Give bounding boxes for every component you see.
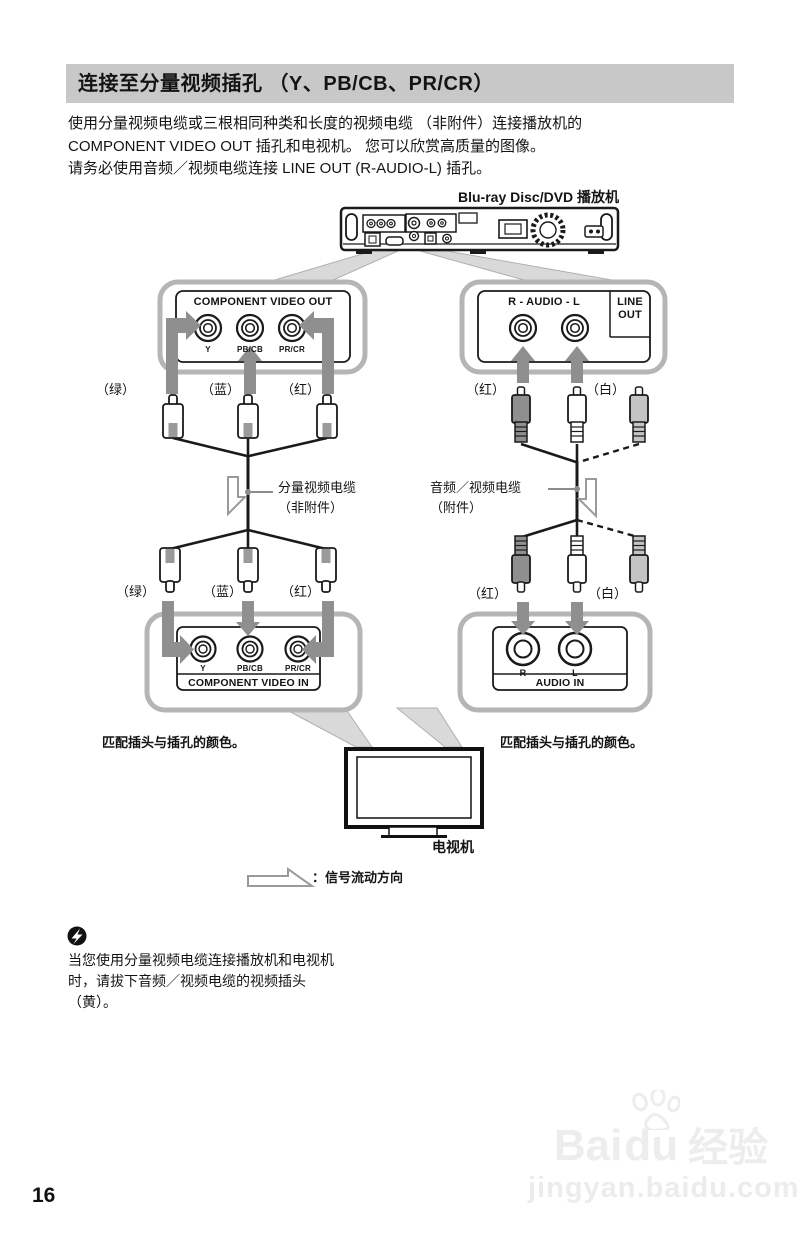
component-plugs-top — [162, 394, 338, 439]
section-title-bar: 连接至分量视频插孔 （Y、PB/CB、PR/CR） — [66, 64, 734, 103]
note-icon — [67, 926, 87, 946]
watermark-brand: Bai — [553, 1121, 623, 1170]
audio-in-jacks — [505, 631, 593, 667]
jack-label-pbcb-out: PB/CB — [237, 345, 263, 354]
jack-label-l: L — [572, 668, 578, 678]
jack-label-prcr-in: PR/CR — [285, 664, 311, 673]
color-label-blue-bottom: （蓝） — [203, 584, 243, 599]
hdmi-port — [385, 236, 404, 246]
line-out-jacks — [508, 313, 590, 343]
jack-label-pbcb-in: PB/CB — [237, 664, 263, 673]
jack-label-y-in: Y — [200, 664, 206, 673]
component-out-callout — [157, 279, 368, 375]
jack-label-y-out: Y — [205, 345, 211, 354]
note-text: 当您使用分量视频电缆连接播放机和电视机 时，请拔下音频／视频电缆的视频插头 （黄… — [68, 952, 334, 1010]
color-label-white-top: （白） — [586, 382, 626, 397]
match-color-note-right: 匹配插头与插孔的颜色。 — [500, 735, 644, 750]
color-label-blue-top: （蓝） — [201, 382, 241, 397]
jack-label-r: R — [519, 668, 527, 678]
fan-icon — [530, 212, 566, 248]
av-plugs-top — [511, 386, 649, 443]
section-title: 连接至分量视频插孔 （Y、PB/CB、PR/CR） — [78, 72, 494, 95]
component-in-title: COMPONENT VIDEO IN — [188, 677, 309, 689]
legend-arrow — [247, 867, 316, 887]
color-label-red-bottom-left: （红） — [281, 584, 321, 599]
intro-text: 使用分量视频电缆或三根相同种类和长度的视频电缆 （非附件）连接播放机的 COMP… — [68, 115, 583, 177]
signal-flow-arrows — [227, 476, 597, 887]
color-label-red-bottom-right: （红） — [468, 586, 508, 601]
color-label-green-bottom: （绿） — [116, 584, 156, 599]
red-plug — [511, 394, 531, 424]
player-label: Blu-ray Disc/DVD 播放机 — [458, 189, 620, 205]
component-out-jacks — [193, 313, 307, 343]
jack-label-prcr-out: PR/CR — [279, 345, 305, 354]
color-label-white-bottom: （白） — [588, 586, 628, 601]
yellow-plug — [629, 394, 649, 424]
component-in-jacks — [189, 635, 312, 663]
line-out-corner-label: LINE OUT — [617, 296, 643, 321]
player-rear-panel — [339, 206, 620, 254]
audio-in-title: AUDIO IN — [535, 677, 585, 689]
match-color-note-left: 匹配插头与插孔的颜色。 — [102, 735, 246, 750]
red-plug — [511, 554, 531, 584]
av-plugs-bottom — [511, 535, 649, 593]
component-in-callout — [144, 611, 363, 713]
watermark-brand2: du — [624, 1121, 679, 1170]
component-plugs-bottom — [159, 547, 337, 593]
av-cable — [511, 386, 649, 593]
component-cable — [159, 394, 338, 593]
signal-flow-legend: ：信号流动方向 — [312, 870, 404, 885]
white-plug — [567, 554, 587, 584]
paw-icon — [632, 1090, 681, 1130]
tv-callout-tails — [282, 707, 463, 748]
white-plug — [567, 394, 587, 424]
component-cable-label: 分量视频电缆 （非附件） — [278, 480, 357, 515]
component-out-title: COMPONENT VIDEO OUT — [193, 296, 333, 308]
tv-label: 电视机 — [432, 839, 474, 855]
left-handle — [345, 213, 358, 241]
av-cable-label: 音频／视频电缆 （附件） — [430, 480, 522, 515]
yellow-plug — [629, 554, 649, 584]
audio-in-callout — [457, 611, 653, 713]
connection-arrows — [162, 311, 589, 664]
color-label-green-top: （绿） — [96, 382, 136, 397]
page-number: 16 — [32, 1184, 56, 1207]
line-out-callout — [459, 279, 668, 375]
watermark-url: jingyan.baidu.com — [528, 1172, 798, 1204]
tv — [344, 747, 484, 838]
watermark-suffix: 经验 — [688, 1126, 769, 1170]
color-label-red-top-right: （红） — [466, 382, 506, 397]
line-out-title: R - AUDIO - L — [508, 296, 580, 308]
color-label-red-top-left: （红） — [281, 382, 321, 397]
